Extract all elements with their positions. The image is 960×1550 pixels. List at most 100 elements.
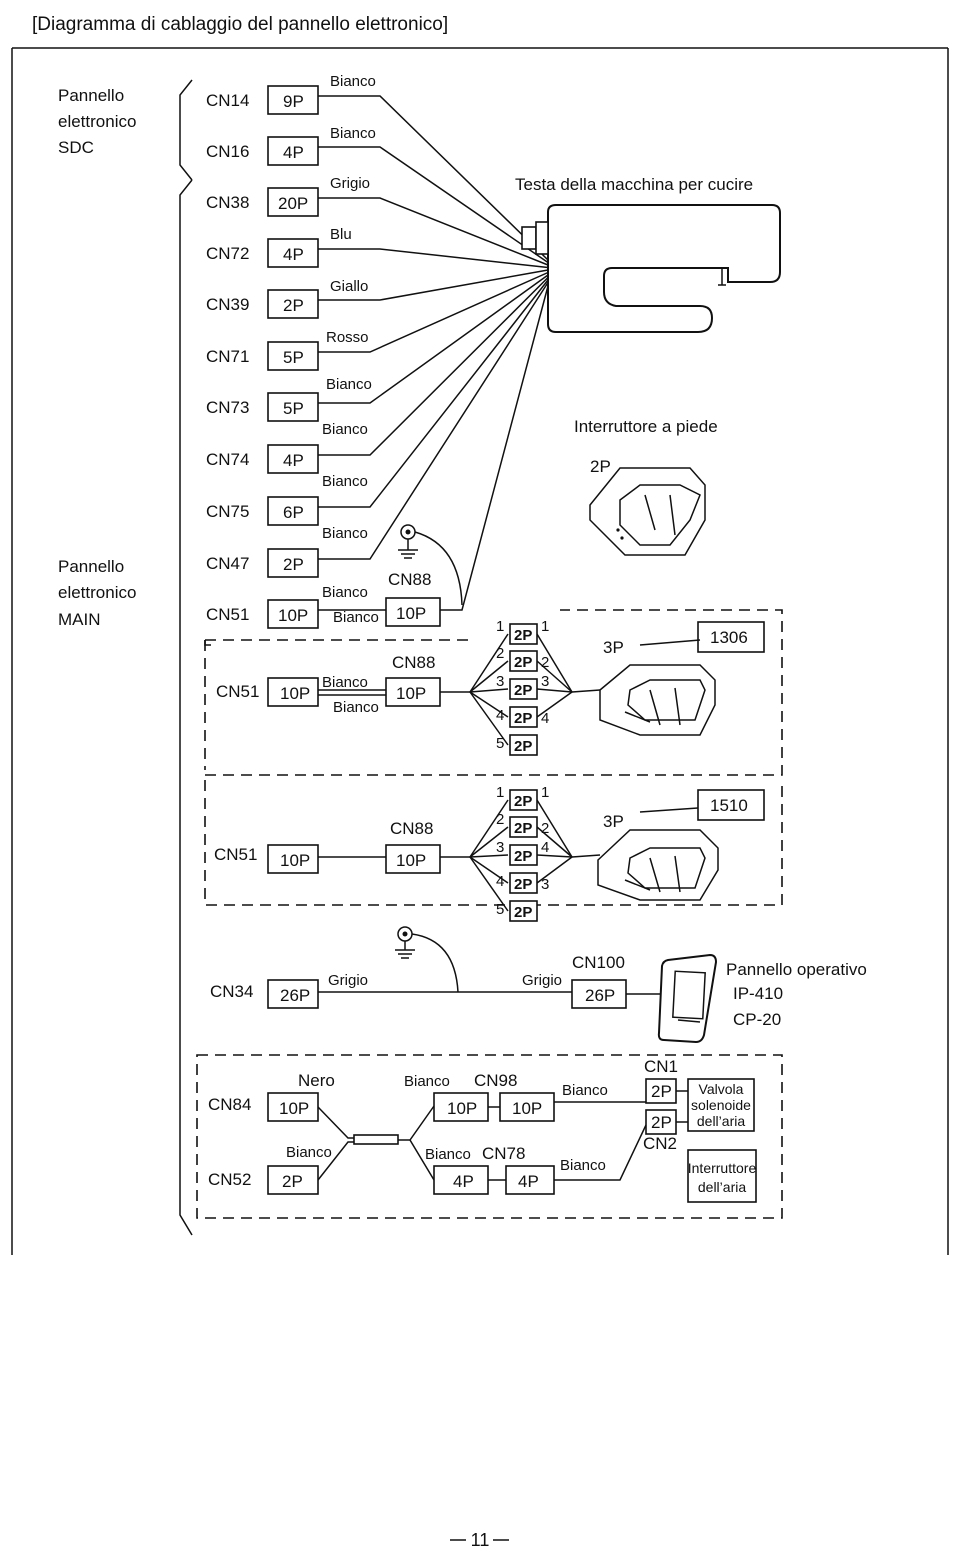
connector-pin-box: [267, 444, 319, 474]
svg-text:CN34: CN34: [210, 982, 253, 1001]
svg-text:1: 1: [496, 618, 504, 635]
svg-text:2P: 2P: [514, 627, 532, 644]
head-label: Testa della macchina per cucire: [515, 175, 753, 194]
wire-color: Bianco: [333, 609, 379, 626]
svg-text:2P: 2P: [514, 682, 532, 699]
svg-text:3: 3: [496, 673, 504, 690]
svg-text:Bianco: Bianco: [562, 1082, 608, 1099]
sdc-board-label: Pannello elettronico SDC: [58, 86, 136, 157]
svg-text:elettronico: elettronico: [58, 583, 136, 602]
connector-pin-box: [267, 85, 319, 115]
svg-text:CN78: CN78: [482, 1144, 525, 1163]
svg-text:2: 2: [496, 645, 504, 662]
svg-text:CN100: CN100: [572, 953, 625, 972]
svg-text:Bianco: Bianco: [333, 699, 379, 716]
svg-text:5: 5: [496, 901, 504, 918]
connector-pin-count: 2P: [283, 555, 304, 574]
foot-switch-2p-icon: [589, 467, 706, 556]
svg-text:2: 2: [541, 654, 549, 671]
connector-pin-box: [267, 341, 319, 371]
main-bracket: [179, 179, 193, 1236]
svg-text:Grigio: Grigio: [522, 972, 562, 989]
svg-text:Pannello: Pannello: [58, 557, 124, 576]
svg-text:CN52: CN52: [208, 1170, 251, 1189]
svg-text:1: 1: [541, 784, 549, 801]
variant-1510-frame: [204, 780, 783, 906]
connector-pin-box: [267, 548, 319, 578]
svg-text:4: 4: [541, 710, 549, 727]
svg-text:2: 2: [541, 820, 549, 837]
svg-text:Bianco: Bianco: [286, 1144, 332, 1161]
harness-wire: [318, 271, 549, 353]
svg-text:4P: 4P: [518, 1172, 539, 1191]
svg-text:10P: 10P: [396, 851, 426, 870]
svg-text:3: 3: [541, 876, 549, 893]
svg-text:4: 4: [496, 873, 504, 890]
connector-pin-count: 2P: [283, 296, 304, 315]
svg-text:Interruttore: Interruttore: [688, 1160, 757, 1176]
svg-text:26P: 26P: [585, 986, 615, 1005]
connector-pin-box: [267, 289, 319, 319]
svg-text:26P: 26P: [280, 986, 310, 1005]
wire-color: Bianco: [330, 125, 376, 142]
svg-text:Bianco: Bianco: [322, 674, 368, 691]
svg-text:2P: 2P: [514, 793, 532, 810]
svg-text:Bianco: Bianco: [560, 1157, 606, 1174]
svg-text:2P: 2P: [651, 1082, 672, 1101]
svg-text:CN88: CN88: [390, 819, 433, 838]
svg-text:3: 3: [541, 673, 549, 690]
svg-text:1: 1: [496, 784, 504, 801]
connector-pin-count: 5P: [283, 399, 304, 418]
panel-model-ip410: IP-410: [733, 984, 783, 1003]
wire-color: Rosso: [326, 329, 369, 346]
svg-text:10P: 10P: [280, 851, 310, 870]
connector-pin-count: 5P: [283, 348, 304, 367]
cn34-harness: CN34 26P Grigio Grigio CN100 26P: [210, 926, 660, 1009]
svg-text:10P: 10P: [280, 684, 310, 703]
wire-color: Bianco: [322, 525, 368, 542]
svg-text:CN1: CN1: [644, 1057, 678, 1076]
sdc-bracket: [179, 79, 193, 181]
foot-switch-3p-icon: [599, 664, 716, 736]
sewing-head: Testa della macchina per cucire: [515, 175, 781, 333]
wire-color: Bianco: [322, 584, 368, 601]
air-options: CN84 10P Nero CN52 2P Bianco Bianco CN98…: [208, 1057, 757, 1203]
wire-color: Bianco: [326, 376, 372, 393]
svg-text:1: 1: [541, 618, 549, 635]
harness-wire: [318, 276, 549, 456]
svg-text:1510: 1510: [710, 796, 748, 815]
harness-wire: [318, 279, 549, 508]
svg-text:Pannello: Pannello: [58, 86, 124, 105]
connector-name: CN38: [206, 193, 249, 212]
panel-model-cp20: CP-20: [733, 1010, 781, 1029]
connector-pin-count: 6P: [283, 503, 304, 522]
machine-head-icon: [547, 204, 781, 333]
svg-text:2P: 2P: [514, 848, 532, 865]
svg-text:2P: 2P: [514, 710, 532, 727]
connector-pin-box: [267, 496, 319, 526]
svg-text:elettronico: elettronico: [58, 112, 136, 131]
harness-wire: [318, 95, 549, 261]
svg-text:2P: 2P: [514, 738, 532, 755]
panel-label: Pannello operativo: [726, 960, 867, 979]
wire-color: Blu: [330, 226, 352, 243]
svg-text:Grigio: Grigio: [328, 972, 368, 989]
svg-text:3: 3: [496, 839, 504, 856]
svg-text:2P: 2P: [514, 876, 532, 893]
wire-color: Bianco: [330, 73, 376, 90]
svg-text:3P: 3P: [603, 638, 624, 657]
air-switch-box: [687, 1149, 757, 1203]
harness-wire: [318, 146, 549, 264]
connector-name: CN75: [206, 502, 249, 521]
connector-name: CN16: [206, 142, 249, 161]
svg-text:3P: 3P: [603, 812, 624, 831]
svg-text:CN98: CN98: [474, 1071, 517, 1090]
connector-name: CN74: [206, 450, 249, 469]
connector-pin-count: 10P: [278, 606, 308, 625]
svg-text:2P: 2P: [514, 820, 532, 837]
operation-panel: Pannello operativo IP-410 CP-20: [657, 953, 867, 1044]
connector-pin-count: 4P: [283, 451, 304, 470]
